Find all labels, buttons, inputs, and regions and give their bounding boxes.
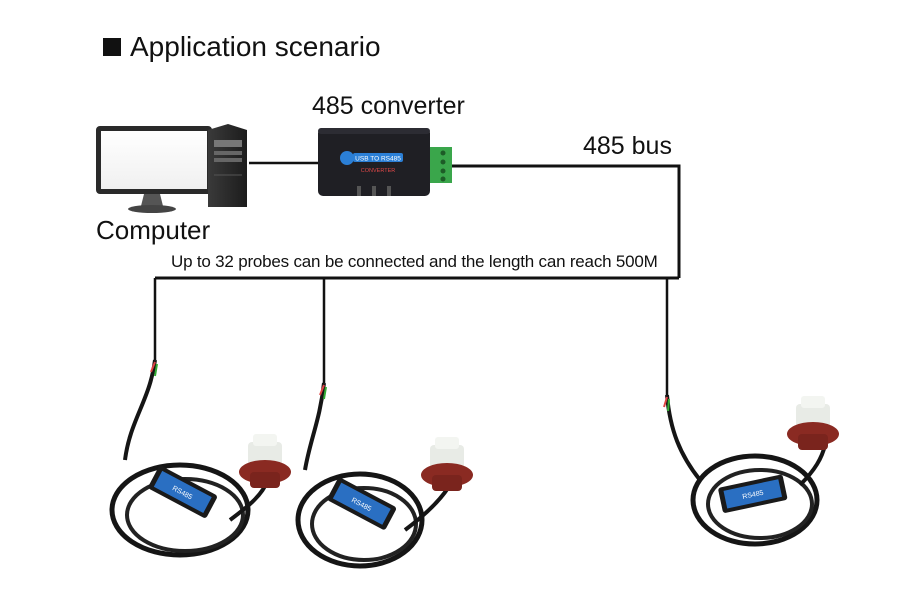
- converter-label: 485 converter: [312, 92, 465, 120]
- converter-device-icon: USB TO RS485 CONVERTER: [318, 128, 452, 196]
- computer-label: Computer: [96, 215, 211, 245]
- wiring: [153, 161, 681, 395]
- diagram-title: Application scenario: [103, 31, 381, 63]
- tower-pc-icon: [208, 124, 247, 207]
- monitor-icon: [96, 126, 212, 213]
- converter-sub-text: CONVERTER: [361, 168, 395, 174]
- probe-icon: RS485: [109, 359, 291, 558]
- bullet-square-icon: [103, 38, 121, 56]
- bus-label: 485 bus: [583, 132, 672, 160]
- converter-brand-text: USB TO RS485: [355, 156, 401, 163]
- probe-icon: RS485: [295, 382, 473, 569]
- bus-wire: [452, 164, 681, 278]
- probe-icon: RS485: [663, 394, 839, 547]
- capacity-note: Up to 32 probes can be connected and the…: [171, 252, 658, 271]
- probe-module-text: RS485: [742, 490, 764, 501]
- title-text: Application scenario: [130, 31, 381, 62]
